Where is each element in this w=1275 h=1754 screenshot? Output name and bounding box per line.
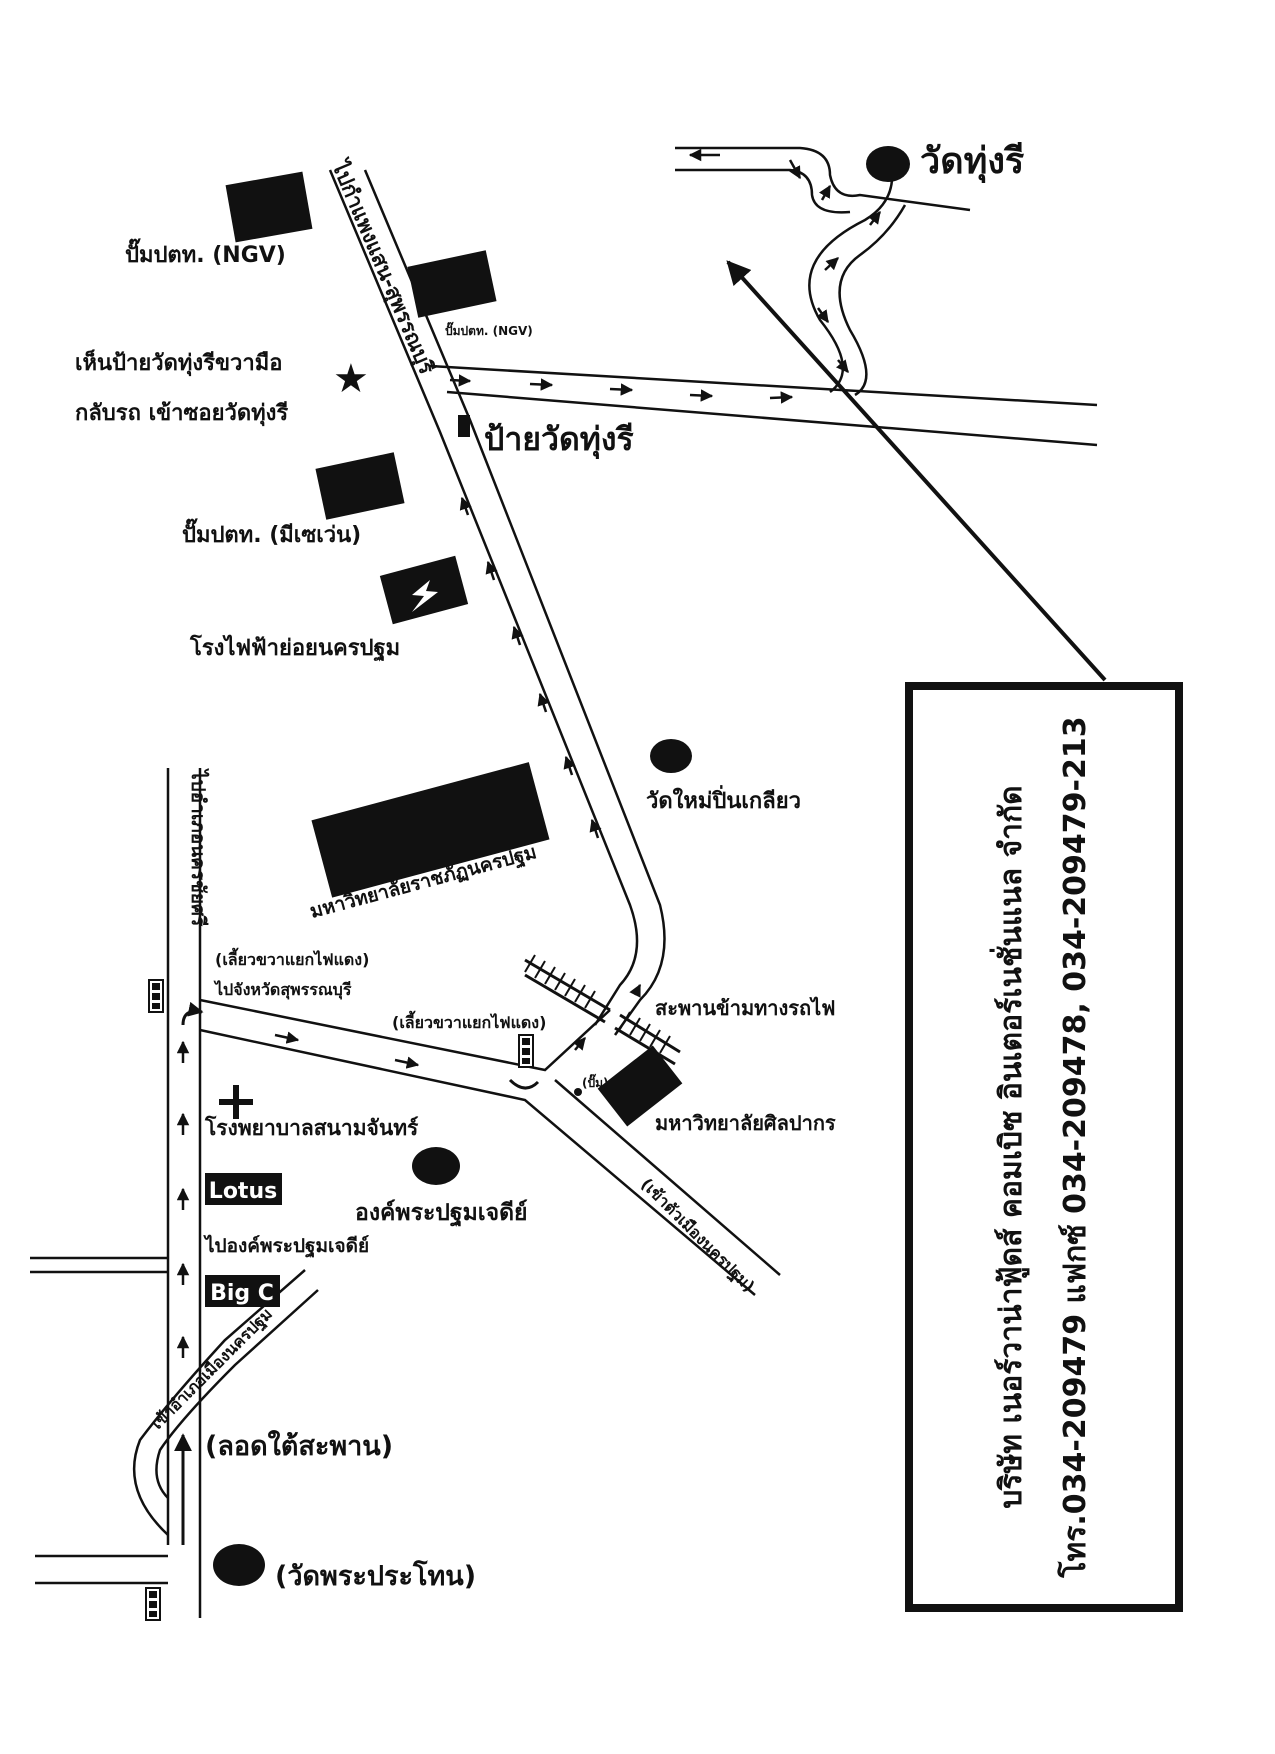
wat-thung-ri-marker	[866, 146, 910, 182]
label-power-station: โรงไฟฟ้าย่อยนครปฐม	[189, 634, 400, 662]
traffic-light-icon	[148, 979, 164, 1013]
label-to-chedi: ไปองค์พระปฐมเจดีย์	[203, 1234, 369, 1259]
label-chedi: องค์พระปฐมเจดีย์	[355, 1199, 528, 1227]
label-to-city: (เข้าตัวเมืองนครปฐม)	[636, 1174, 758, 1296]
rajabhat-building	[311, 762, 550, 898]
label-under-bridge: (ลอดใต้สะพาน)	[205, 1430, 393, 1462]
company-info-text: บริษัท เนอร์วาน่าฟู้ดส์ คอมเบิซ อินเตอร์…	[939, 712, 1149, 1582]
traffic-light-icon	[145, 1587, 161, 1621]
pump-dot	[574, 1088, 582, 1096]
lotus-label: Lotus	[209, 1179, 277, 1204]
u-turn-arrow	[508, 1078, 540, 1090]
label-turn-right-2: (เลี้ยวขวาแยกไฟแดง)	[392, 1010, 546, 1032]
road-kamphaeng-saen	[328, 169, 666, 1036]
road-thung-ri-branch	[429, 146, 1098, 447]
wat-mai-marker	[650, 739, 692, 773]
silpakorn-building	[597, 1045, 683, 1127]
hospital-cross-icon	[219, 1085, 253, 1119]
company-contact: โทร.034-209479 แฟกซ์ 034-209478, 034-209…	[1058, 716, 1093, 1578]
lotus-badge	[205, 1173, 282, 1205]
label-wat-thung-ri: วัดทุ่งรี	[920, 141, 1025, 184]
label-wat-mai: วัดใหม่ปิ่นเกลียว	[646, 784, 801, 814]
label-road-nakhon-chai-si: ไปอำเภอนครชัยศรี	[187, 768, 210, 927]
lightning-icon	[412, 580, 438, 612]
label-hospital: โรงพยาบาลสนามจันทร์	[204, 1115, 419, 1140]
wat-phra-prathon-marker	[213, 1544, 265, 1586]
label-to-suphanburi: ไปจังหวัดสุพรรณบุรี	[213, 980, 352, 1000]
ptt-ngv-station-2	[407, 250, 497, 318]
traffic-light-icon	[518, 1034, 534, 1068]
label-wat-phra-prathon: (วัดพระประโทน)	[275, 1559, 476, 1592]
company-info-box: บริษัท เนอร์วาน่าฟู้ดส์ คอมเบิซ อินเตอร์…	[905, 682, 1183, 1612]
label-turn-right-1: (เลี้ยวขวาแยกไฟแดง)	[215, 947, 369, 969]
label-silpakorn: มหาวิทยาลัยศิลปากร	[655, 1111, 836, 1135]
big-c-label: Big C	[210, 1281, 274, 1306]
railway-bridge	[524, 954, 681, 1066]
label-see-sign: เห็นป้ายวัดทุ่งรีขวามือ	[75, 348, 282, 377]
wat-thung-ri-sign	[458, 415, 470, 437]
direction-arrow-icon	[176, 148, 881, 1358]
ptt-711-station	[315, 452, 405, 520]
label-rail-bridge: สะพานข้ามทางรถไฟ	[655, 996, 835, 1020]
label-u-turn: กลับรถ เข้าซอยวัดทุ่งรี	[75, 401, 288, 427]
label-ptt-ngv-1: ปั๊มปตท. (NGV)	[125, 238, 286, 268]
chedi-marker	[412, 1147, 460, 1185]
company-name: บริษัท เนอร์วาน่าฟู้ดส์ คอมเบิซ อินเตอร์…	[994, 785, 1029, 1509]
road-nakhon-chai-si	[30, 768, 319, 1618]
label-ptt-711: ปั๊มปตท. (มีเซเว่น)	[182, 518, 361, 548]
label-ptt-ngv-2: ปั๊มปตท. (NGV)	[445, 321, 533, 338]
pointer-arrow	[726, 260, 1107, 682]
star-icon: ★	[333, 356, 369, 402]
road-suphanburi-cross	[199, 998, 781, 1296]
u-turn-arrow	[181, 1001, 204, 1026]
big-c-badge	[205, 1275, 280, 1307]
ptt-ngv-station-1	[225, 171, 313, 243]
label-pump-small: (ปั๊ม)	[582, 1073, 609, 1090]
label-sign-wat: ป้ายวัดทุ่งรี	[484, 420, 634, 460]
